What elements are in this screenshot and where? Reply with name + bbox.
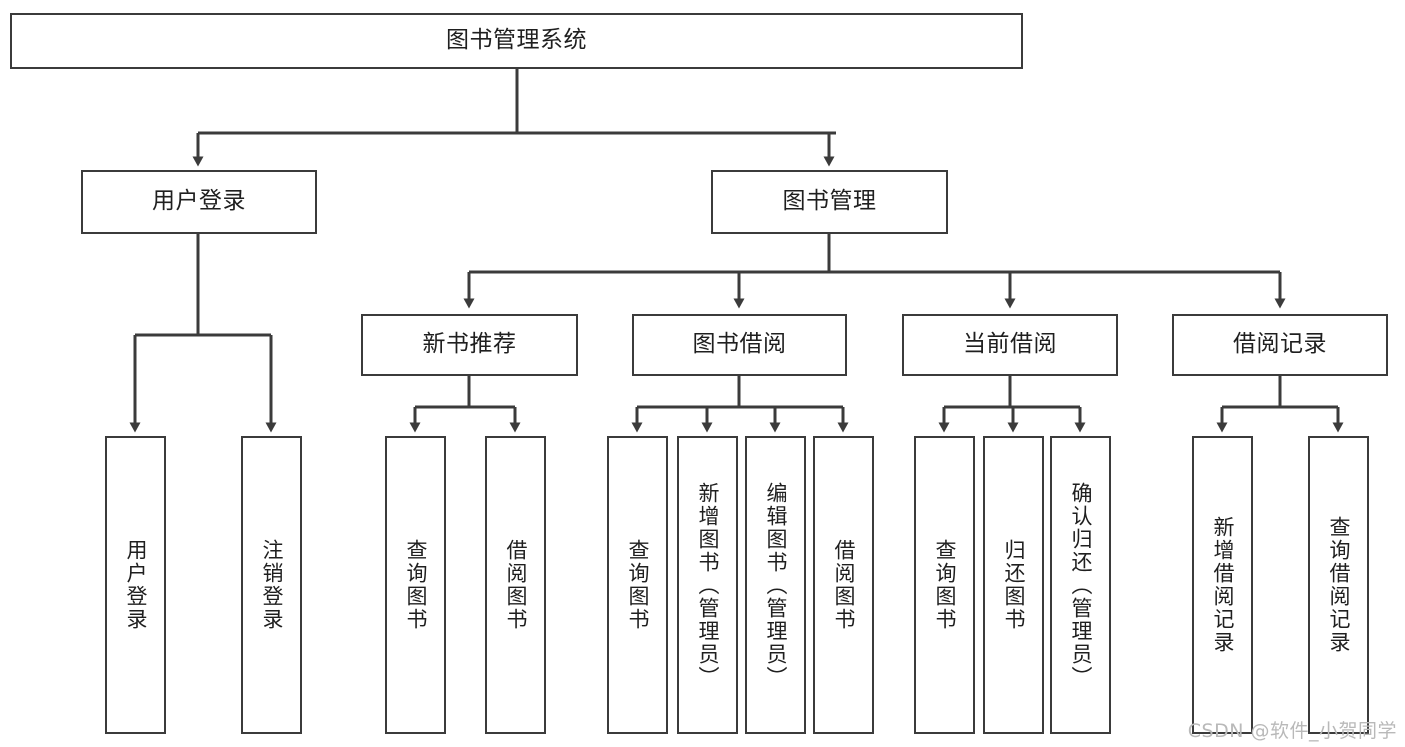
node-label: 归还图书 bbox=[1002, 539, 1026, 631]
watermark: CSDN @软件_小贺同学 bbox=[1187, 720, 1397, 742]
node-book-borrow[interactable]: 图书借阅 bbox=[632, 314, 847, 376]
node-label: 查询图书 bbox=[404, 539, 428, 631]
node-book-manage[interactable]: 图书管理 bbox=[711, 170, 948, 234]
node-label: 查询图书 bbox=[933, 539, 957, 631]
node-label: 确认归还（管理员） bbox=[1069, 481, 1093, 689]
node-label: 图书管理 bbox=[782, 188, 877, 215]
node-label: 用户登录 bbox=[152, 188, 246, 215]
node-leaf-edit-book[interactable]: 编辑图书（管理员） bbox=[745, 436, 806, 734]
node-root-system[interactable]: 图书管理系统 bbox=[10, 13, 1023, 69]
node-label: 新书推荐 bbox=[422, 331, 517, 358]
node-label: 注销登录 bbox=[260, 539, 284, 631]
node-label: 借阅图书 bbox=[504, 539, 528, 631]
node-leaf-query-record[interactable]: 查询借阅记录 bbox=[1308, 436, 1369, 734]
node-borrow-record[interactable]: 借阅记录 bbox=[1172, 314, 1388, 376]
node-leaf-user-login[interactable]: 用户登录 bbox=[105, 436, 166, 734]
node-label: 用户登录 bbox=[124, 539, 148, 631]
node-new-book-recommend[interactable]: 新书推荐 bbox=[361, 314, 578, 376]
node-leaf-query-book-2[interactable]: 查询图书 bbox=[607, 436, 668, 734]
node-label: 图书借阅 bbox=[692, 331, 787, 358]
node-label: 当前借阅 bbox=[963, 331, 1057, 358]
node-leaf-return-book[interactable]: 归还图书 bbox=[983, 436, 1044, 734]
node-label: 查询借阅记录 bbox=[1327, 516, 1351, 654]
node-label: 借阅图书 bbox=[832, 539, 856, 631]
node-label: 图书管理系统 bbox=[446, 27, 587, 54]
node-label: 编辑图书（管理员） bbox=[764, 481, 788, 689]
node-leaf-add-book[interactable]: 新增图书（管理员） bbox=[677, 436, 738, 734]
node-label: 新增图书（管理员） bbox=[696, 481, 720, 689]
node-leaf-logout-login[interactable]: 注销登录 bbox=[241, 436, 302, 734]
node-current-borrow[interactable]: 当前借阅 bbox=[902, 314, 1118, 376]
node-leaf-borrow-book-2[interactable]: 借阅图书 bbox=[813, 436, 874, 734]
node-leaf-query-book-3[interactable]: 查询图书 bbox=[914, 436, 975, 734]
node-label: 查询图书 bbox=[626, 539, 650, 631]
node-leaf-query-book-1[interactable]: 查询图书 bbox=[385, 436, 446, 734]
node-label: 新增借阅记录 bbox=[1211, 516, 1235, 654]
node-leaf-confirm-return[interactable]: 确认归还（管理员） bbox=[1050, 436, 1111, 734]
node-leaf-add-record[interactable]: 新增借阅记录 bbox=[1192, 436, 1253, 734]
node-label: 借阅记录 bbox=[1233, 331, 1327, 358]
node-user-login[interactable]: 用户登录 bbox=[81, 170, 317, 234]
node-leaf-borrow-book-1[interactable]: 借阅图书 bbox=[485, 436, 546, 734]
